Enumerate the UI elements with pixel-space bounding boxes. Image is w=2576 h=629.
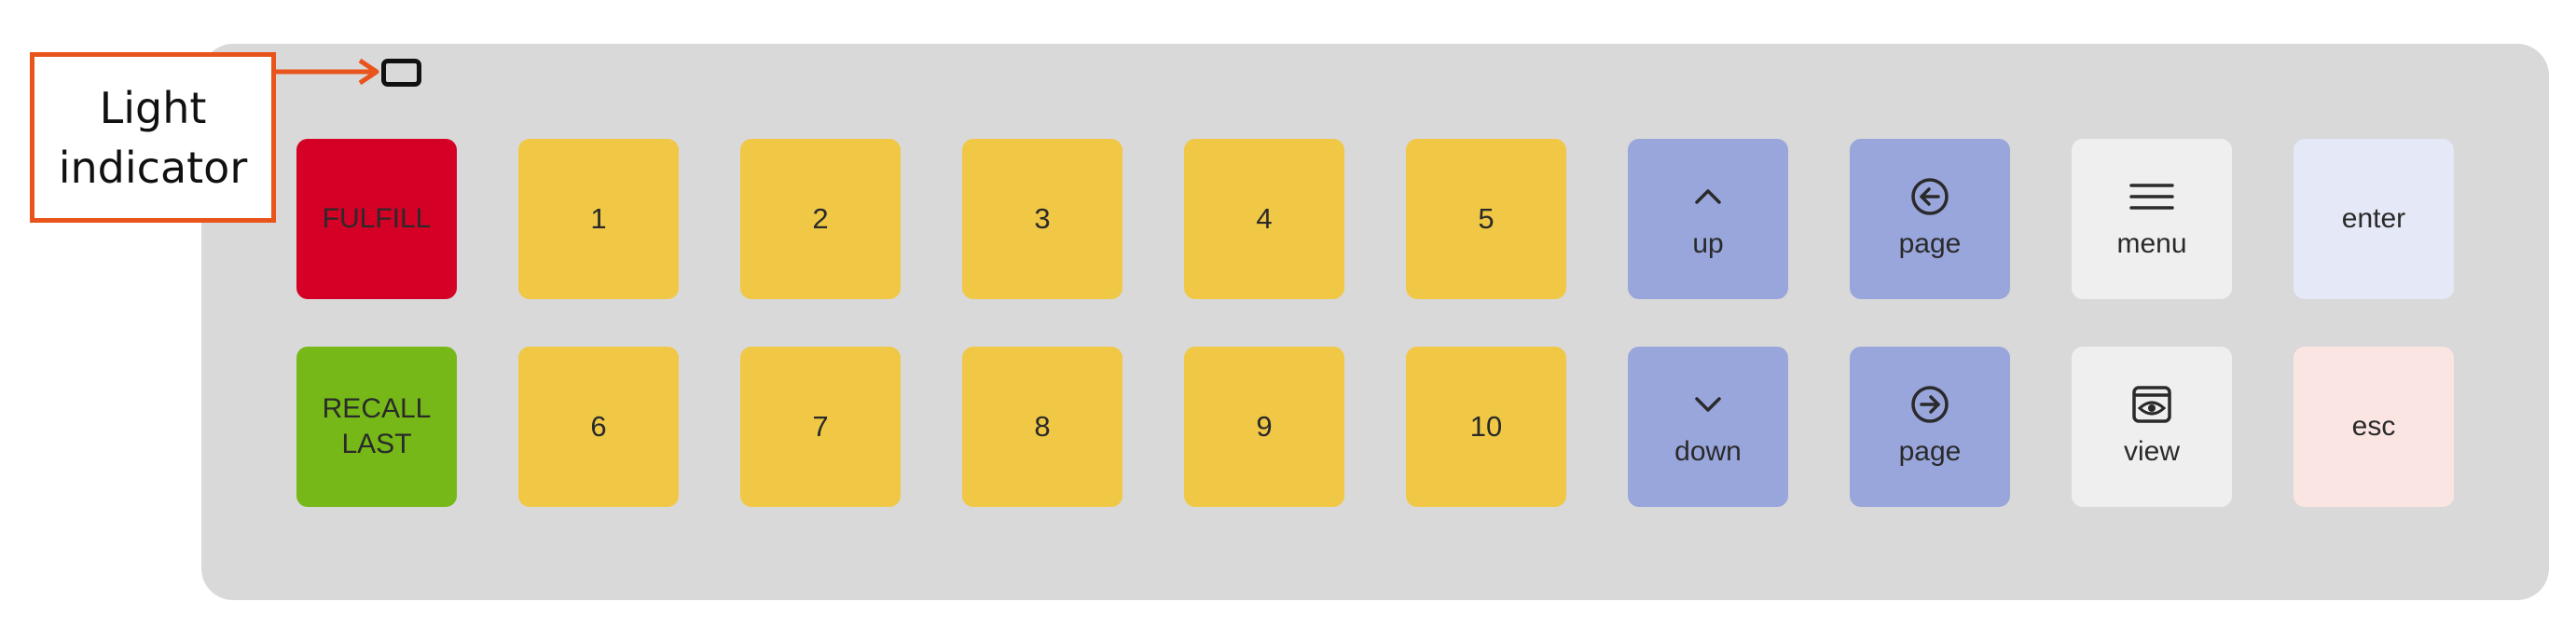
circle-arrow-right-icon	[1911, 386, 1949, 423]
number-key-label: 4	[1256, 202, 1273, 235]
number-key-3[interactable]: 3	[962, 139, 1123, 299]
number-key-6[interactable]: 6	[518, 347, 679, 507]
up-button[interactable]: up	[1628, 139, 1788, 299]
number-key-5[interactable]: 5	[1406, 139, 1566, 299]
menu-label: menu	[2116, 228, 2187, 259]
page-next-button[interactable]: page	[1850, 347, 2010, 507]
fulfill-label: FULFILL	[322, 203, 432, 234]
number-key-label: 7	[812, 410, 829, 443]
callout-line-2: indicator	[58, 142, 248, 193]
callout-line-1: Light	[99, 82, 207, 133]
down-label: down	[1674, 436, 1742, 467]
callout-arrow	[274, 58, 379, 86]
number-key-label: 9	[1256, 410, 1273, 443]
number-key-8[interactable]: 8	[962, 347, 1123, 507]
view-button[interactable]: view	[2072, 347, 2232, 507]
recall-label-line-1: RECALL	[322, 393, 432, 424]
recall-last-button[interactable]: RECALL LAST	[296, 347, 457, 507]
eye-window-icon	[2132, 386, 2171, 423]
light-indicator	[381, 59, 421, 87]
menu-button[interactable]: menu	[2072, 139, 2232, 299]
hamburger-menu-icon	[2129, 184, 2174, 210]
number-key-1[interactable]: 1	[518, 139, 679, 299]
enter-label: enter	[2341, 203, 2406, 234]
number-key-4[interactable]: 4	[1184, 139, 1344, 299]
number-key-label: 1	[590, 202, 607, 235]
up-label: up	[1692, 228, 1724, 259]
down-button[interactable]: down	[1628, 347, 1788, 507]
view-label: view	[2123, 436, 2180, 467]
number-key-9[interactable]: 9	[1184, 347, 1344, 507]
number-key-label: 3	[1034, 202, 1051, 235]
keypad-panel	[201, 44, 2549, 600]
recall-label-line-2: LAST	[341, 429, 412, 459]
number-key-label: 5	[1478, 202, 1495, 235]
number-key-label: 10	[1469, 410, 1503, 443]
page-previous-button[interactable]: page	[1850, 139, 2010, 299]
number-key-2[interactable]: 2	[740, 139, 901, 299]
esc-label: esc	[2351, 411, 2396, 442]
page-previous-label: page	[1898, 228, 1962, 259]
number-key-10[interactable]: 10	[1406, 347, 1566, 507]
circle-arrow-left-icon	[1911, 178, 1949, 215]
fulfill-button[interactable]: FULFILL	[296, 139, 457, 299]
number-key-label: 6	[590, 410, 607, 443]
enter-button[interactable]: enter	[2294, 139, 2454, 299]
number-key-7[interactable]: 7	[740, 347, 901, 507]
chevron-up-icon	[1695, 189, 1721, 204]
number-key-label: 2	[812, 202, 829, 235]
chevron-down-icon	[1695, 397, 1721, 412]
light-indicator-callout: Light indicator	[30, 52, 276, 223]
esc-button[interactable]: esc	[2294, 347, 2454, 507]
page-next-label: page	[1898, 436, 1962, 467]
number-key-label: 8	[1034, 410, 1051, 443]
